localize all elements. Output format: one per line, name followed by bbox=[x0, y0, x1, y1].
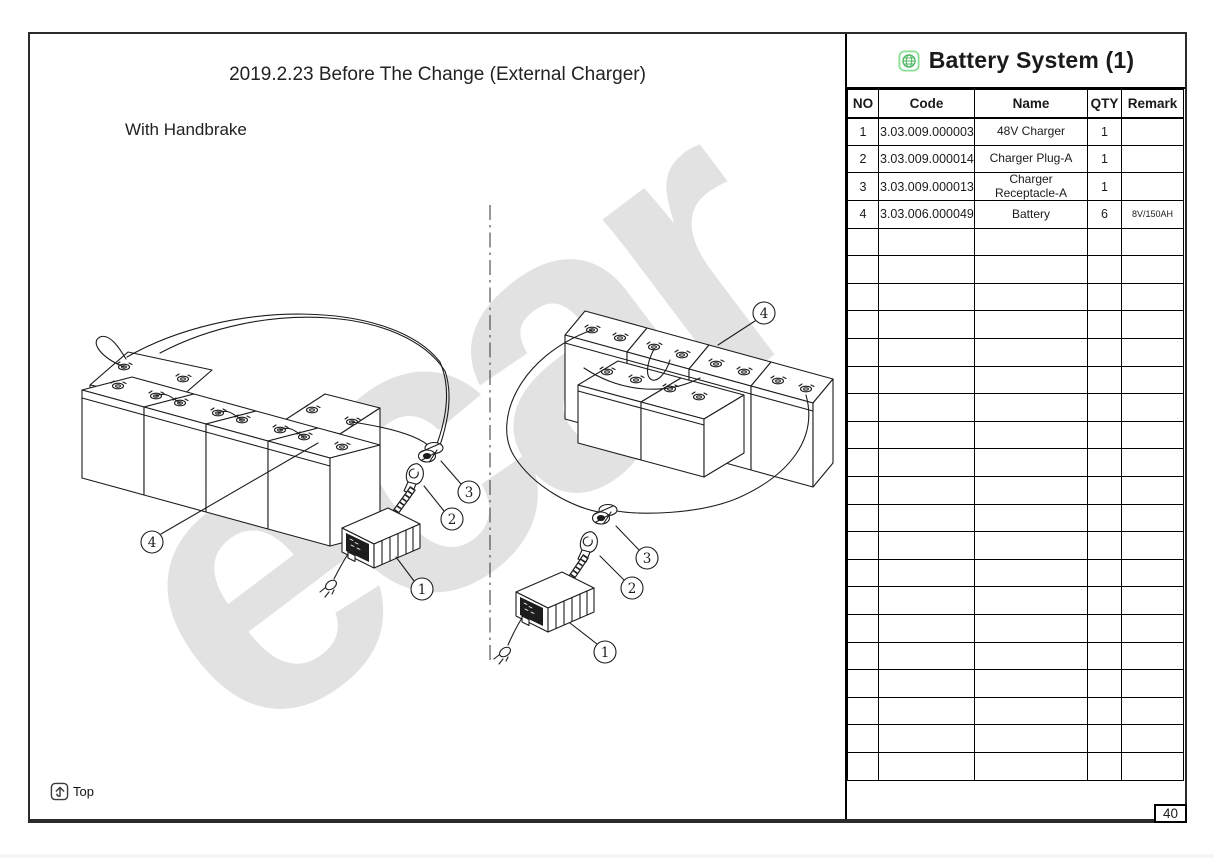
table-row-empty bbox=[847, 476, 1184, 505]
battery-diagram: 4 3 2 1 bbox=[30, 34, 845, 665]
callout-2-right: 2 bbox=[600, 556, 643, 599]
svg-text:2: 2 bbox=[628, 581, 637, 597]
table-row-empty bbox=[847, 558, 1184, 588]
svg-text:2: 2 bbox=[448, 512, 457, 528]
table-row-empty bbox=[847, 393, 1184, 422]
table-row-empty bbox=[847, 724, 1184, 753]
battery-pack-right bbox=[565, 311, 833, 487]
table-row-empty bbox=[847, 613, 1184, 643]
charger-receptacle-right bbox=[591, 503, 618, 525]
table-row: 4 3.03.006.000049 Battery 6 8V/150AH bbox=[847, 200, 1184, 229]
svg-text:4: 4 bbox=[148, 535, 157, 551]
svg-text:4: 4 bbox=[760, 306, 769, 322]
col-header-qty: QTY bbox=[1087, 89, 1122, 119]
charging-cables-left bbox=[96, 314, 449, 451]
parts-table-title: Battery System (1) bbox=[928, 47, 1135, 73]
catalog-sheet: ecar bbox=[28, 32, 1187, 823]
col-header-code: Code bbox=[878, 89, 975, 119]
table-row-empty bbox=[847, 669, 1184, 698]
table-row-empty bbox=[847, 641, 1184, 671]
charger-unit-right bbox=[515, 571, 595, 633]
table-row-empty bbox=[847, 586, 1184, 615]
arrow-up-icon bbox=[50, 782, 69, 801]
top-link-label: Top bbox=[73, 784, 94, 799]
charging-cables-right bbox=[507, 330, 809, 513]
parts-table: NO Code Name QTY Remark 1 3.03.009.00000… bbox=[847, 89, 1184, 781]
table-row-empty bbox=[847, 751, 1184, 781]
globe-icon bbox=[898, 49, 920, 72]
table-row-empty bbox=[847, 227, 1184, 257]
svg-text:1: 1 bbox=[601, 645, 610, 661]
assembly-right: 4 3 2 1 bbox=[493, 302, 833, 665]
battery-pack-left bbox=[82, 352, 380, 546]
col-header-name: Name bbox=[974, 89, 1088, 119]
page-subtitle: With Handbrake bbox=[125, 120, 247, 139]
charger-receptacle-left bbox=[417, 441, 444, 463]
col-header-remark: Remark bbox=[1121, 89, 1184, 119]
table-row: 3 3.03.009.000013 Charger Receptacle-A 1 bbox=[847, 172, 1184, 202]
callout-4-right: 4 bbox=[718, 302, 775, 345]
callout-1-right: 1 bbox=[570, 623, 616, 663]
table-row-empty bbox=[847, 338, 1184, 367]
drawing-pane: ecar bbox=[30, 34, 845, 819]
svg-text:3: 3 bbox=[643, 551, 652, 567]
table-row-empty bbox=[847, 448, 1184, 477]
callout-3-left: 3 bbox=[441, 461, 480, 503]
col-header-no: NO bbox=[847, 89, 879, 119]
parts-table-header-row: NO Code Name QTY Remark bbox=[847, 89, 1184, 119]
table-row-empty bbox=[847, 696, 1184, 726]
parts-pane: Battery System (1) NO Code Name QTY Rema… bbox=[845, 34, 1185, 819]
ac-plug-left bbox=[319, 577, 339, 598]
table-row: 1 3.03.009.000003 48V Charger 1 bbox=[847, 117, 1184, 146]
callout-4-left: 4 bbox=[141, 443, 318, 553]
assembly-left: 4 3 2 1 bbox=[82, 314, 480, 600]
parts-table-title-bar: Battery System (1) bbox=[847, 34, 1185, 89]
table-row-empty bbox=[847, 310, 1184, 340]
table-row-empty bbox=[847, 282, 1184, 312]
table-row-empty bbox=[847, 531, 1184, 560]
ac-plug-right bbox=[493, 644, 513, 665]
page-title: 2019.2.23 Before The Change (External Ch… bbox=[229, 64, 646, 85]
table-row-empty bbox=[847, 420, 1184, 450]
table-row: 2 3.03.009.000014 Charger Plug-A 1 bbox=[847, 144, 1184, 174]
callout-2-left: 2 bbox=[424, 486, 463, 530]
page-number: 40 bbox=[1154, 804, 1187, 823]
callout-1-left: 1 bbox=[396, 557, 433, 600]
bottom-strip bbox=[0, 854, 1214, 858]
top-link[interactable]: Top bbox=[50, 782, 94, 801]
callout-3-right: 3 bbox=[616, 526, 658, 569]
table-row-empty bbox=[847, 365, 1184, 395]
table-body-empty bbox=[847, 227, 1184, 781]
svg-text:3: 3 bbox=[465, 485, 474, 501]
svg-text:1: 1 bbox=[418, 582, 427, 598]
table-row-empty bbox=[847, 255, 1184, 284]
table-row-empty bbox=[847, 503, 1184, 533]
